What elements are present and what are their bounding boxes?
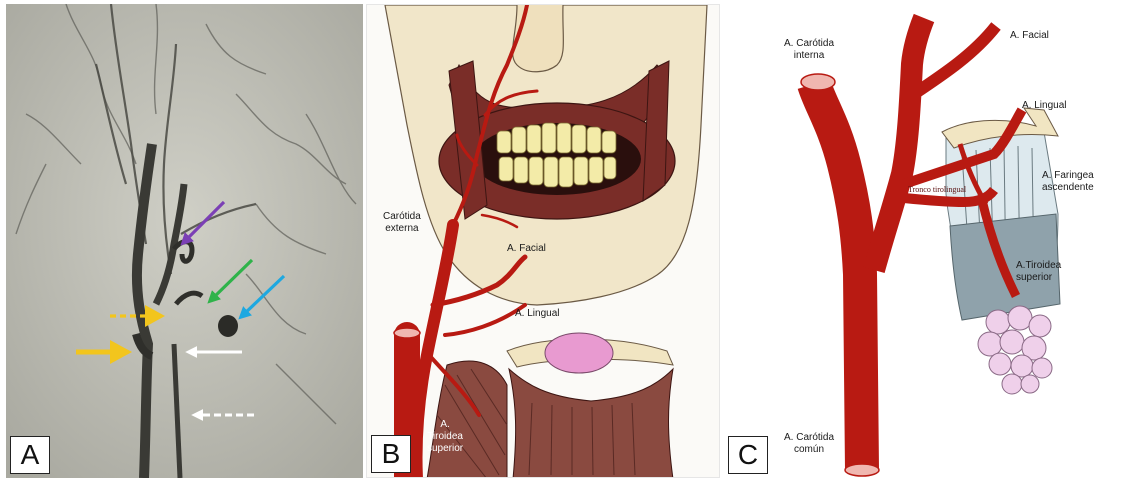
panel-c-schematic: A. Carótida interna A. Facial A. Lingual… (724, 4, 1122, 478)
panel-letter-a: A (10, 436, 50, 474)
label-tronco-tirolingual: Tronco tirolingual (908, 184, 966, 196)
panel-a-angiography: A (6, 4, 363, 478)
label-a-facial-c: A. Facial (1010, 30, 1049, 42)
label-a-lingual: A. Lingual (515, 308, 559, 320)
label-a-facial: A. Facial (507, 243, 546, 255)
panel-b-illustration: Carótida externa A. Facial A. Lingual A.… (366, 4, 720, 478)
carotid-tree (814, 18, 1022, 470)
label-a-faringea-ascendente: A. Faringea ascendente (1042, 170, 1094, 194)
thyroid-gland (978, 306, 1052, 394)
face-anatomy-drawing (367, 5, 720, 478)
label-a-carotida-interna: A. Carótida interna (784, 38, 834, 62)
carotid-schematic-drawing (724, 4, 1122, 478)
panel-letter-b: B (371, 435, 411, 473)
label-a-carotida-comun: A. Carótida común (784, 432, 834, 456)
label-a-tiroidea-superior-c: A.Tiroidea superior (1016, 260, 1061, 284)
label-carotida-externa: Carótida externa (383, 211, 421, 235)
panel-letter-c: C (728, 436, 768, 474)
label-a-tiroidea-superior: A. Tiroidea superior (427, 419, 463, 455)
angiogram-image (6, 4, 363, 478)
label-a-lingual-c: A. Lingual (1022, 100, 1066, 112)
